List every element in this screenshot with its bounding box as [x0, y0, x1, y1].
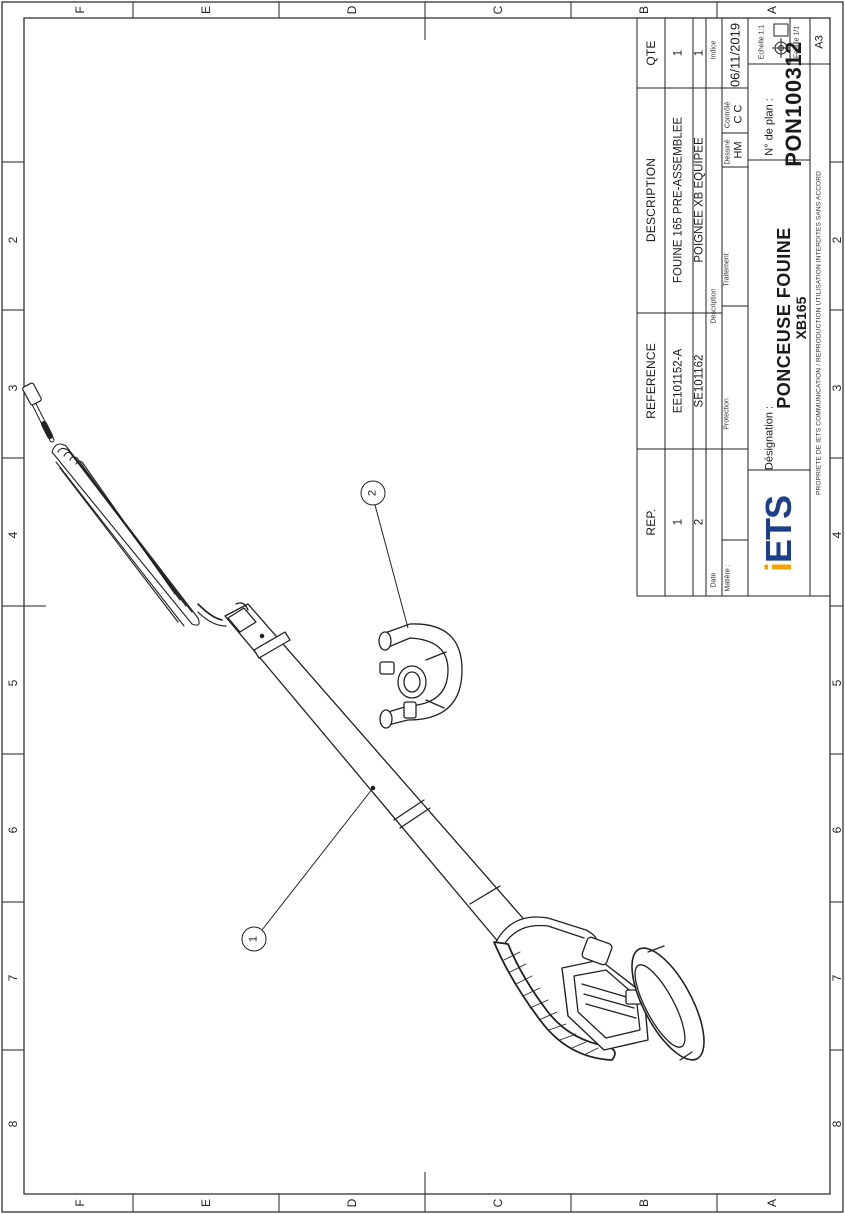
- tb-controle-value: C C: [732, 104, 745, 124]
- zone-letter-top: A: [765, 5, 779, 15]
- bom-row-1-rep: 1: [672, 518, 685, 526]
- bom-header-qte: QTE: [644, 40, 658, 66]
- zone-letter-top: C: [491, 5, 505, 15]
- zone-number-right: 5: [830, 679, 844, 687]
- zone-letter-top: E: [199, 5, 213, 15]
- zone-letter-bottom: C: [491, 1198, 505, 1208]
- tb-dessine-label: Dessiné: [724, 139, 732, 165]
- tb-plan-label: N° de plan :: [763, 98, 776, 156]
- bom-row-1-reference: EE101152-A: [672, 348, 685, 414]
- tb-date-label: Date: [710, 572, 718, 588]
- balloon-2: [360, 480, 386, 506]
- tb-dessine-value: HM: [732, 141, 745, 159]
- zone-letter-bottom: A: [765, 1198, 779, 1208]
- tb-plan-value: PON100312: [781, 41, 806, 167]
- balloon-2-number: 2: [366, 489, 379, 497]
- tb-protection-label: Protection: [723, 398, 731, 430]
- handle-part: [378, 623, 463, 729]
- zone-number-right: 3: [830, 384, 844, 392]
- logo-i: i: [758, 563, 799, 573]
- zone-number-left: 3: [6, 384, 20, 392]
- zone-letter-bottom: E: [199, 1198, 213, 1208]
- centering-ticks: [24, 18, 426, 1194]
- zone-letter-bottom: F: [73, 1199, 87, 1207]
- tb-indice-label: Indice: [710, 40, 718, 60]
- zone-number-left: 8: [6, 1120, 20, 1128]
- zone-letter-bottom: D: [345, 1198, 359, 1208]
- zone-number-right: 8: [830, 1120, 844, 1128]
- inner-frame: [23, 17, 831, 1195]
- zone-letter-top: D: [345, 5, 359, 15]
- tb-controle-label: Contrôlé: [724, 101, 732, 129]
- tb-matiere-label: Matière :: [724, 564, 732, 592]
- zone-letter-top: F: [73, 6, 87, 14]
- zone-number-right: 7: [830, 974, 844, 982]
- bom-row-2-reference: SE101162: [693, 354, 706, 408]
- tb-designation-line2: XB165: [793, 296, 809, 340]
- zone-number-right: 2: [830, 236, 844, 244]
- zone-dividers-horizontal-strips: [132, 2, 718, 1212]
- zone-number-left: 6: [6, 826, 20, 834]
- tb-traitement-label: Traitement: [723, 253, 731, 287]
- zone-number-left: 2: [6, 236, 20, 244]
- tb-propriete-notice: PROPRIETE DE IETS COMMUNICATION / REPROD…: [815, 170, 823, 496]
- zone-number-left: 4: [6, 531, 20, 539]
- title-block-grid: [692, 17, 831, 597]
- bom-row-1-description: FOUINE 165 PRE-ASSEMBLEE: [672, 116, 685, 284]
- bom-row-1-qte: 1: [672, 49, 685, 57]
- tb-designation-label: Désignation :: [763, 405, 776, 471]
- tb-echelle-label: Echelle 1:1: [758, 24, 766, 60]
- tb-format-value: A3: [813, 35, 826, 49]
- balloon-1-number: 1: [247, 935, 260, 943]
- head-assembly: [493, 916, 705, 1061]
- zone-letter-top: B: [637, 5, 651, 15]
- bom-header-rep: REP.: [644, 508, 658, 536]
- zone-dividers-vertical-strips: [2, 161, 843, 1051]
- main-tube: [224, 602, 529, 945]
- zone-letter-bottom: B: [637, 1198, 651, 1208]
- zone-number-left: 7: [6, 974, 20, 982]
- tb-date-value: 06/11/2019: [727, 22, 743, 88]
- product-illustration: [22, 382, 705, 1061]
- tb-designation-line1: PONCEUSE FOUINE: [774, 227, 794, 409]
- iets-logo: iETS: [758, 495, 799, 573]
- logo-rest: ETS: [758, 495, 799, 563]
- bom-row-2-description: POIGNEE XB EQUIPEE: [693, 137, 706, 263]
- zone-number-left: 5: [6, 679, 20, 687]
- balloon-1: [241, 926, 267, 952]
- projection-symbol-icon: [772, 23, 790, 58]
- power-cable-coil: [22, 382, 227, 627]
- balloon-leaders: [241, 480, 409, 952]
- bom-header-description: DESCRIPTION: [644, 157, 658, 243]
- bom-row-2-rep: 2: [693, 518, 706, 526]
- zone-number-right: 6: [830, 826, 844, 834]
- tb-description-label: Description: [710, 288, 718, 324]
- bom-row-2-qte: 1: [693, 49, 706, 57]
- zone-number-right: 4: [830, 531, 844, 539]
- bom-header-reference: REFERENCE: [644, 343, 658, 419]
